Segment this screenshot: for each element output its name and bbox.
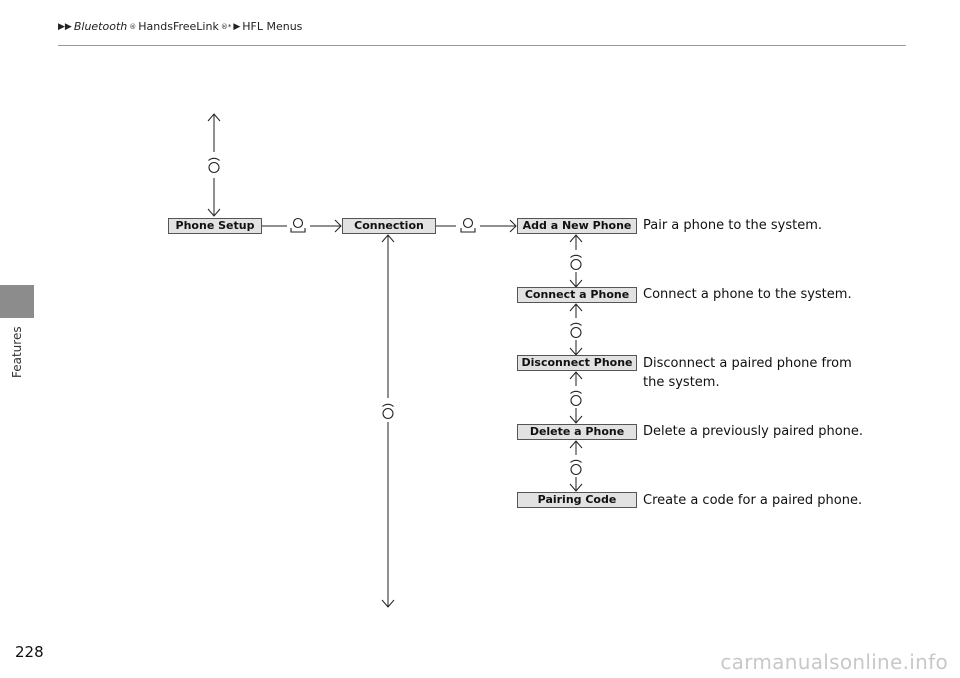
phone-setup-loop [207, 113, 221, 217]
knob-rotate-icon [381, 403, 395, 420]
desc-connect-a-phone: Connect a phone to the system. [643, 287, 852, 302]
menu-connect-a-phone[interactable]: Connect a Phone [517, 287, 637, 303]
knob-rotate-icon [569, 254, 583, 271]
breadcrumb: ▶▶ Bluetooth® HandsFreeLink®* ▶ HFL Menu… [58, 20, 302, 33]
arrow-to-connection [261, 217, 342, 233]
arrow-to-add-phone [435, 217, 517, 233]
watermark: carmanualsonline.info [720, 650, 948, 674]
knob-rotate-icon [569, 390, 583, 407]
menu-pairing-code[interactable]: Pairing Code [517, 492, 637, 508]
knob-press-icon [290, 217, 306, 233]
menu-disconnect-phone[interactable]: Disconnect Phone [517, 355, 637, 371]
breadcrumb-hfl-menus: HFL Menus [242, 20, 303, 33]
knob-rotate-icon [207, 157, 221, 174]
knob-rotate-icon [569, 322, 583, 339]
knob-rotate-icon [569, 459, 583, 476]
menu-phone-setup[interactable]: Phone Setup [168, 218, 262, 234]
submenu-links [569, 234, 583, 492]
connection-loop [381, 234, 395, 608]
section-tab [0, 285, 34, 318]
menu-connection[interactable]: Connection [342, 218, 436, 234]
desc-disconnect-phone: Disconnect a paired phone from the syste… [643, 356, 852, 390]
header-divider [58, 45, 906, 46]
desc-pairing-code: Create a code for a paired phone. [643, 493, 863, 508]
breadcrumb-arrow-icon: ▶▶ [58, 21, 72, 32]
desc-delete-a-phone: Delete a previously paired phone. [643, 424, 864, 439]
registered-mark: ® [129, 22, 137, 31]
registered-mark: ®* [220, 22, 232, 31]
knob-press-icon [460, 217, 476, 233]
page-number: 228 [15, 643, 44, 661]
breadcrumb-handsfreelink: HandsFreeLink [138, 20, 219, 33]
breadcrumb-arrow-icon: ▶ [233, 21, 241, 32]
menu-add-a-new-phone[interactable]: Add a New Phone [517, 218, 637, 234]
menu-delete-a-phone[interactable]: Delete a Phone [517, 424, 637, 440]
desc-add-a-new-phone: Pair a phone to the system. [643, 218, 823, 233]
breadcrumb-bluetooth: Bluetooth [73, 20, 128, 33]
